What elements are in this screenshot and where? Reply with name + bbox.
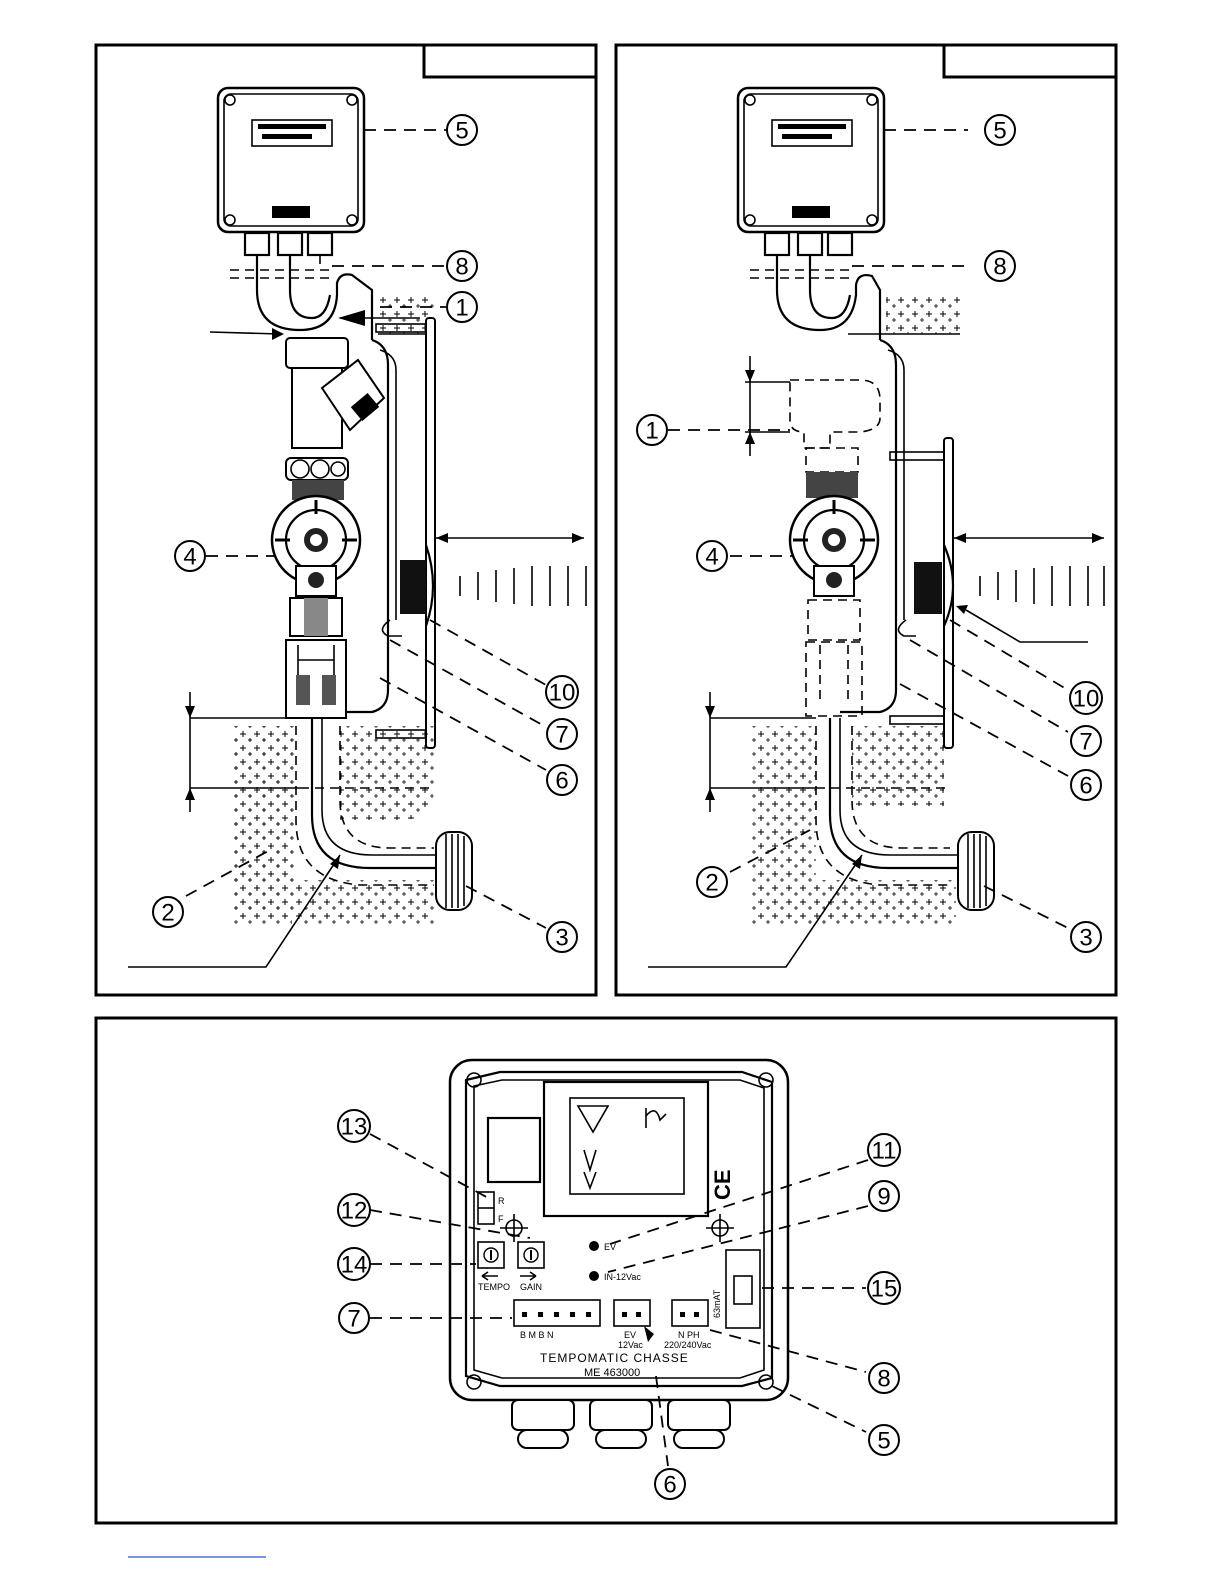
svg-text:5: 5 — [455, 118, 468, 145]
callout-8-right: 8 — [985, 251, 1015, 281]
terminal-mains[interactable] — [672, 1300, 708, 1326]
callout-4-left: 4 — [175, 541, 205, 571]
ev-led — [589, 1241, 599, 1251]
right-panel — [616, 45, 1116, 995]
terminal-mains-label-top: N PH — [678, 1330, 700, 1340]
svg-text:15: 15 — [871, 1276, 898, 1303]
svg-text:4: 4 — [705, 544, 718, 571]
svg-text:14: 14 — [341, 1252, 368, 1279]
svg-text:5: 5 — [993, 118, 1006, 145]
callout-4-right: 4 — [697, 541, 727, 571]
svg-text:3: 3 — [555, 925, 568, 952]
svg-text:1: 1 — [645, 418, 658, 445]
callout-6-right: 6 — [1071, 770, 1101, 800]
flush-cone-right — [958, 832, 994, 910]
callout-10-right: 10 — [1070, 682, 1102, 714]
y-filter-left — [286, 338, 384, 500]
svg-text:6: 6 — [1079, 773, 1092, 800]
callout-8-box: 8 — [869, 1363, 899, 1393]
control-box-left — [218, 88, 364, 255]
callout-5-right: 5 — [985, 115, 1015, 145]
callout-3-right: 3 — [1071, 922, 1101, 952]
svg-text:1: 1 — [455, 295, 468, 322]
product-name: TEMPOMATIC CHASSE — [540, 1351, 689, 1365]
switch-label-r: R — [498, 1196, 505, 1206]
svg-text:4: 4 — [183, 544, 196, 571]
svg-text:6: 6 — [555, 768, 568, 795]
in-led-label: IN-12Vac — [604, 1272, 641, 1282]
left-panel-tab — [424, 45, 596, 77]
tempo-label: TEMPO — [478, 1282, 510, 1292]
svg-text:7: 7 — [347, 1306, 360, 1333]
callout-1-right: 1 — [637, 415, 667, 445]
svg-text:9: 9 — [877, 1184, 890, 1211]
svg-text:8: 8 — [455, 254, 468, 281]
callout-2-right: 2 — [697, 867, 727, 897]
callout-12: 12 — [338, 1194, 370, 1226]
electronic-box: CE R F TEMPO GAIN EV IN-12Vac — [450, 1060, 788, 1448]
callout-14: 14 — [338, 1248, 370, 1280]
svg-text:7: 7 — [555, 722, 568, 749]
switch-label-f: F — [498, 1214, 504, 1224]
callout-5-box: 5 — [869, 1425, 899, 1455]
svg-text:7: 7 — [1079, 729, 1092, 756]
callout-8-left: 8 — [447, 251, 477, 281]
in-led — [589, 1271, 599, 1281]
svg-text:8: 8 — [877, 1366, 890, 1393]
terminal-valve-label-bottom: 12Vac — [618, 1340, 643, 1350]
callout-9: 9 — [869, 1181, 899, 1211]
callout-11: 11 — [868, 1134, 900, 1166]
right-panel-tab — [944, 45, 1116, 77]
svg-text:2: 2 — [161, 900, 174, 927]
solenoid-valve-right — [790, 496, 878, 596]
fuse-holder[interactable] — [726, 1250, 760, 1328]
product-ref: ME 463000 — [584, 1367, 640, 1379]
sensor-waves-left — [460, 566, 586, 606]
callout-10-left: 10 — [546, 676, 578, 708]
callout-7-left: 7 — [547, 719, 577, 749]
svg-text:3: 3 — [1079, 925, 1092, 952]
sensor-waves-right — [980, 566, 1104, 606]
svg-text:10: 10 — [1073, 686, 1100, 713]
callout-2-left: 2 — [153, 897, 183, 927]
svg-text:CE: CE — [710, 1169, 735, 1200]
svg-text:10: 10 — [549, 680, 576, 707]
callout-5-left: 5 — [447, 115, 477, 145]
callout-6-box: 6 — [655, 1469, 685, 1499]
callout-6-left: 6 — [547, 765, 577, 795]
terminal-sensor-label: B M B N — [520, 1330, 554, 1340]
svg-text:11: 11 — [872, 1138, 897, 1165]
flush-cone-left — [436, 832, 472, 910]
svg-text:6: 6 — [663, 1472, 676, 1499]
callout-1-left: 1 — [447, 292, 477, 322]
callout-7-right: 7 — [1071, 726, 1101, 756]
gain-label: GAIN — [520, 1282, 542, 1292]
callout-3-left: 3 — [547, 922, 577, 952]
callout-15: 15 — [868, 1272, 900, 1304]
fuse-label: 63mAT — [712, 1289, 722, 1318]
terminal-valve[interactable] — [614, 1300, 650, 1326]
bottom-panel: CE R F TEMPO GAIN EV IN-12Vac — [96, 1018, 1116, 1523]
callout-7-box: 7 — [339, 1303, 369, 1333]
solenoid-valve-left — [272, 496, 360, 636]
svg-text:13: 13 — [341, 1114, 368, 1141]
svg-text:5: 5 — [877, 1428, 890, 1455]
svg-text:2: 2 — [705, 870, 718, 897]
control-box-right — [738, 88, 884, 255]
terminal-valve-label-top: EV — [624, 1330, 636, 1340]
callout-13: 13 — [338, 1110, 370, 1142]
svg-text:12: 12 — [341, 1198, 368, 1225]
terminal-mains-label-bottom: 220/240Vac — [664, 1340, 712, 1350]
svg-text:8: 8 — [993, 254, 1006, 281]
left-panel — [96, 45, 596, 995]
